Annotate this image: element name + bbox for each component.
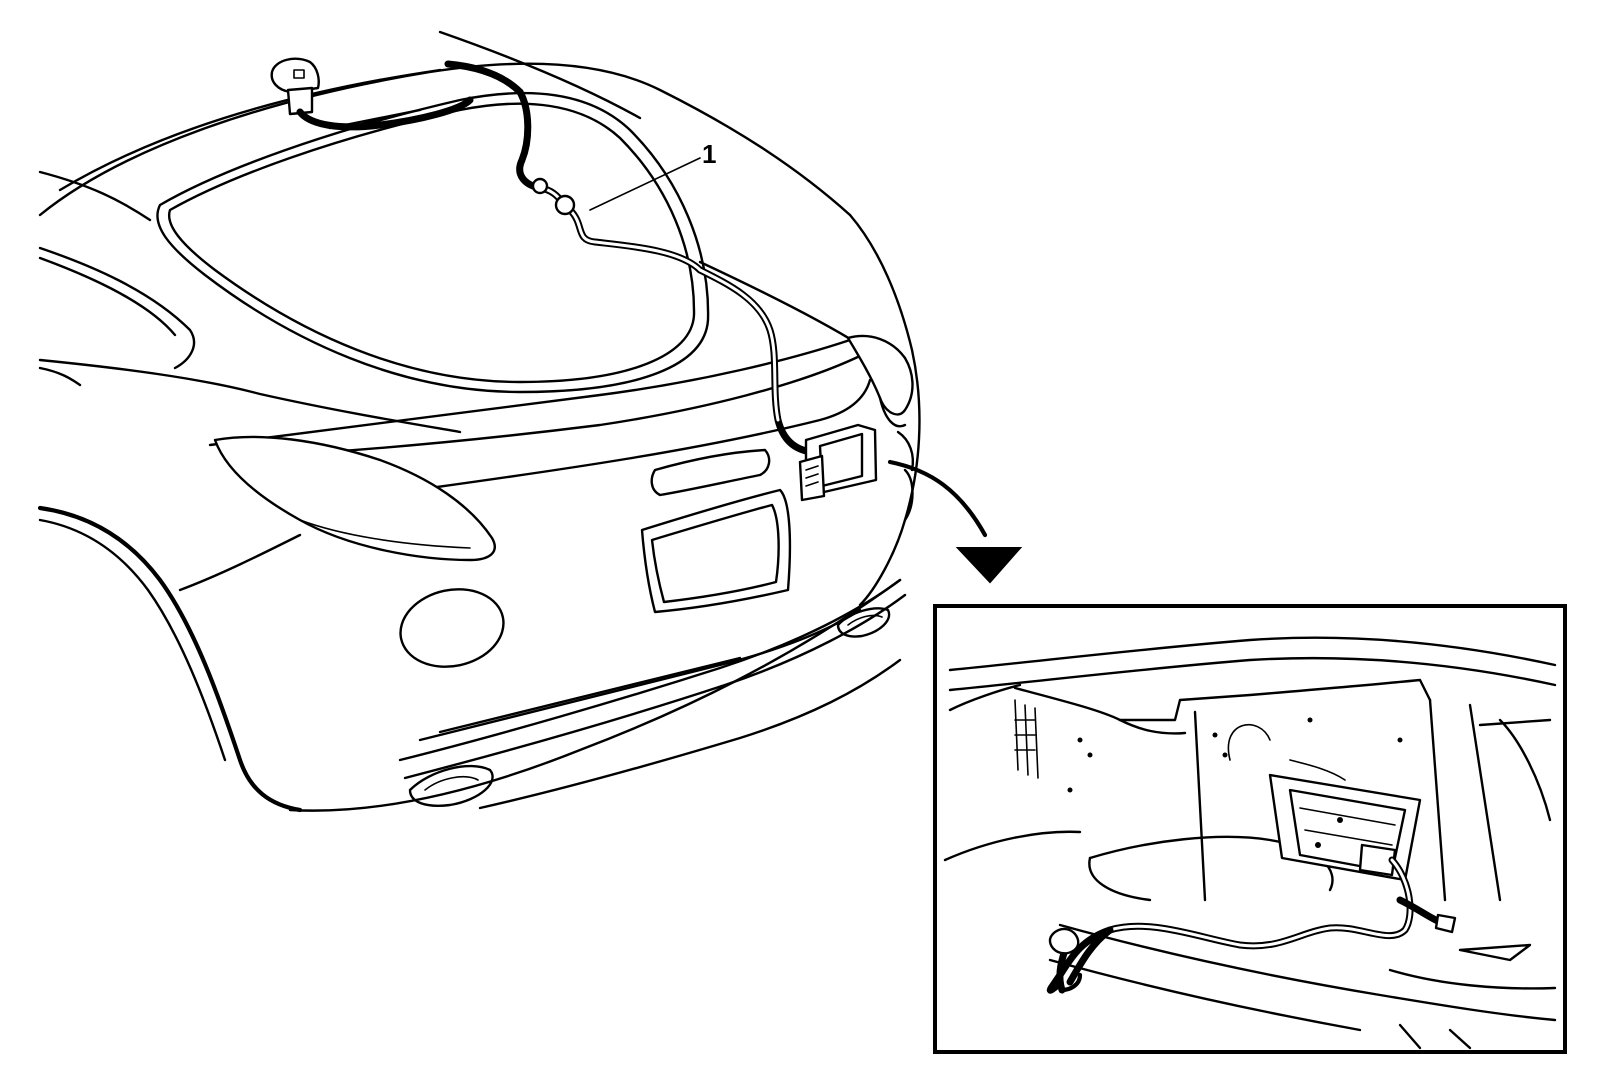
diffuser <box>418 608 862 742</box>
decklid-spoiler <box>208 337 871 460</box>
side-window-line-2 <box>38 256 177 337</box>
roof-top-line <box>438 30 642 120</box>
right-reflector <box>903 468 914 522</box>
trunk-module <box>798 423 878 502</box>
side-beltline <box>38 358 462 434</box>
bumper-upper <box>398 578 902 762</box>
right-exhaust-tip-inner <box>847 614 883 626</box>
side-beltline-2 <box>38 366 82 387</box>
antenna-cable <box>296 60 816 456</box>
inset-harness-connector <box>1048 927 1080 955</box>
trunk-handle <box>650 448 771 497</box>
antenna-base <box>286 86 314 116</box>
side-body-upper <box>38 170 152 222</box>
rear-window-outer <box>156 91 710 394</box>
side-window-line <box>38 246 196 370</box>
cable-connector-2 <box>554 194 576 216</box>
license-plate-pocket-inner <box>650 503 780 604</box>
curved-arrow-down-right-icon <box>887 459 1023 584</box>
lower-body-crease <box>178 533 302 592</box>
callout-1-leader <box>589 157 701 211</box>
antenna-housing <box>270 57 320 94</box>
left-exhaust-tip <box>408 764 494 807</box>
right-quarter-panel <box>848 213 921 607</box>
decklid-edge <box>428 378 872 490</box>
left-exhaust-tip-inner <box>424 776 479 791</box>
right-tail-lamp-lower <box>878 396 907 428</box>
license-plate-pocket <box>640 488 792 614</box>
callout-1-label: 1 <box>702 139 716 169</box>
left-wheel-arch <box>37 505 303 813</box>
diffuser-lower <box>438 656 742 734</box>
detail-inset-frame <box>933 604 1567 1054</box>
antenna-label <box>293 69 305 79</box>
left-tail-lamp-inner <box>299 519 471 549</box>
rear-fascia <box>288 578 902 812</box>
left-reflector <box>399 588 505 668</box>
decklid-top-line <box>698 260 862 347</box>
roof-antenna <box>270 57 320 116</box>
module-connector <box>798 454 826 502</box>
left-tail-lamp <box>213 435 496 562</box>
callout-1: 1 <box>589 139 716 211</box>
bumper-lower <box>403 593 907 780</box>
vehicle-rear-view <box>37 30 921 813</box>
valance <box>478 658 902 810</box>
roof-inner-line <box>58 68 442 192</box>
inset-module-connector <box>1358 843 1397 877</box>
roof-outline <box>38 62 852 217</box>
cable-connector-1 <box>531 177 549 195</box>
right-tail-lamp <box>846 334 914 416</box>
right-exhaust-tip <box>836 607 891 638</box>
detail-inset <box>933 604 1567 1054</box>
left-wheel-arch-inner <box>38 518 227 762</box>
